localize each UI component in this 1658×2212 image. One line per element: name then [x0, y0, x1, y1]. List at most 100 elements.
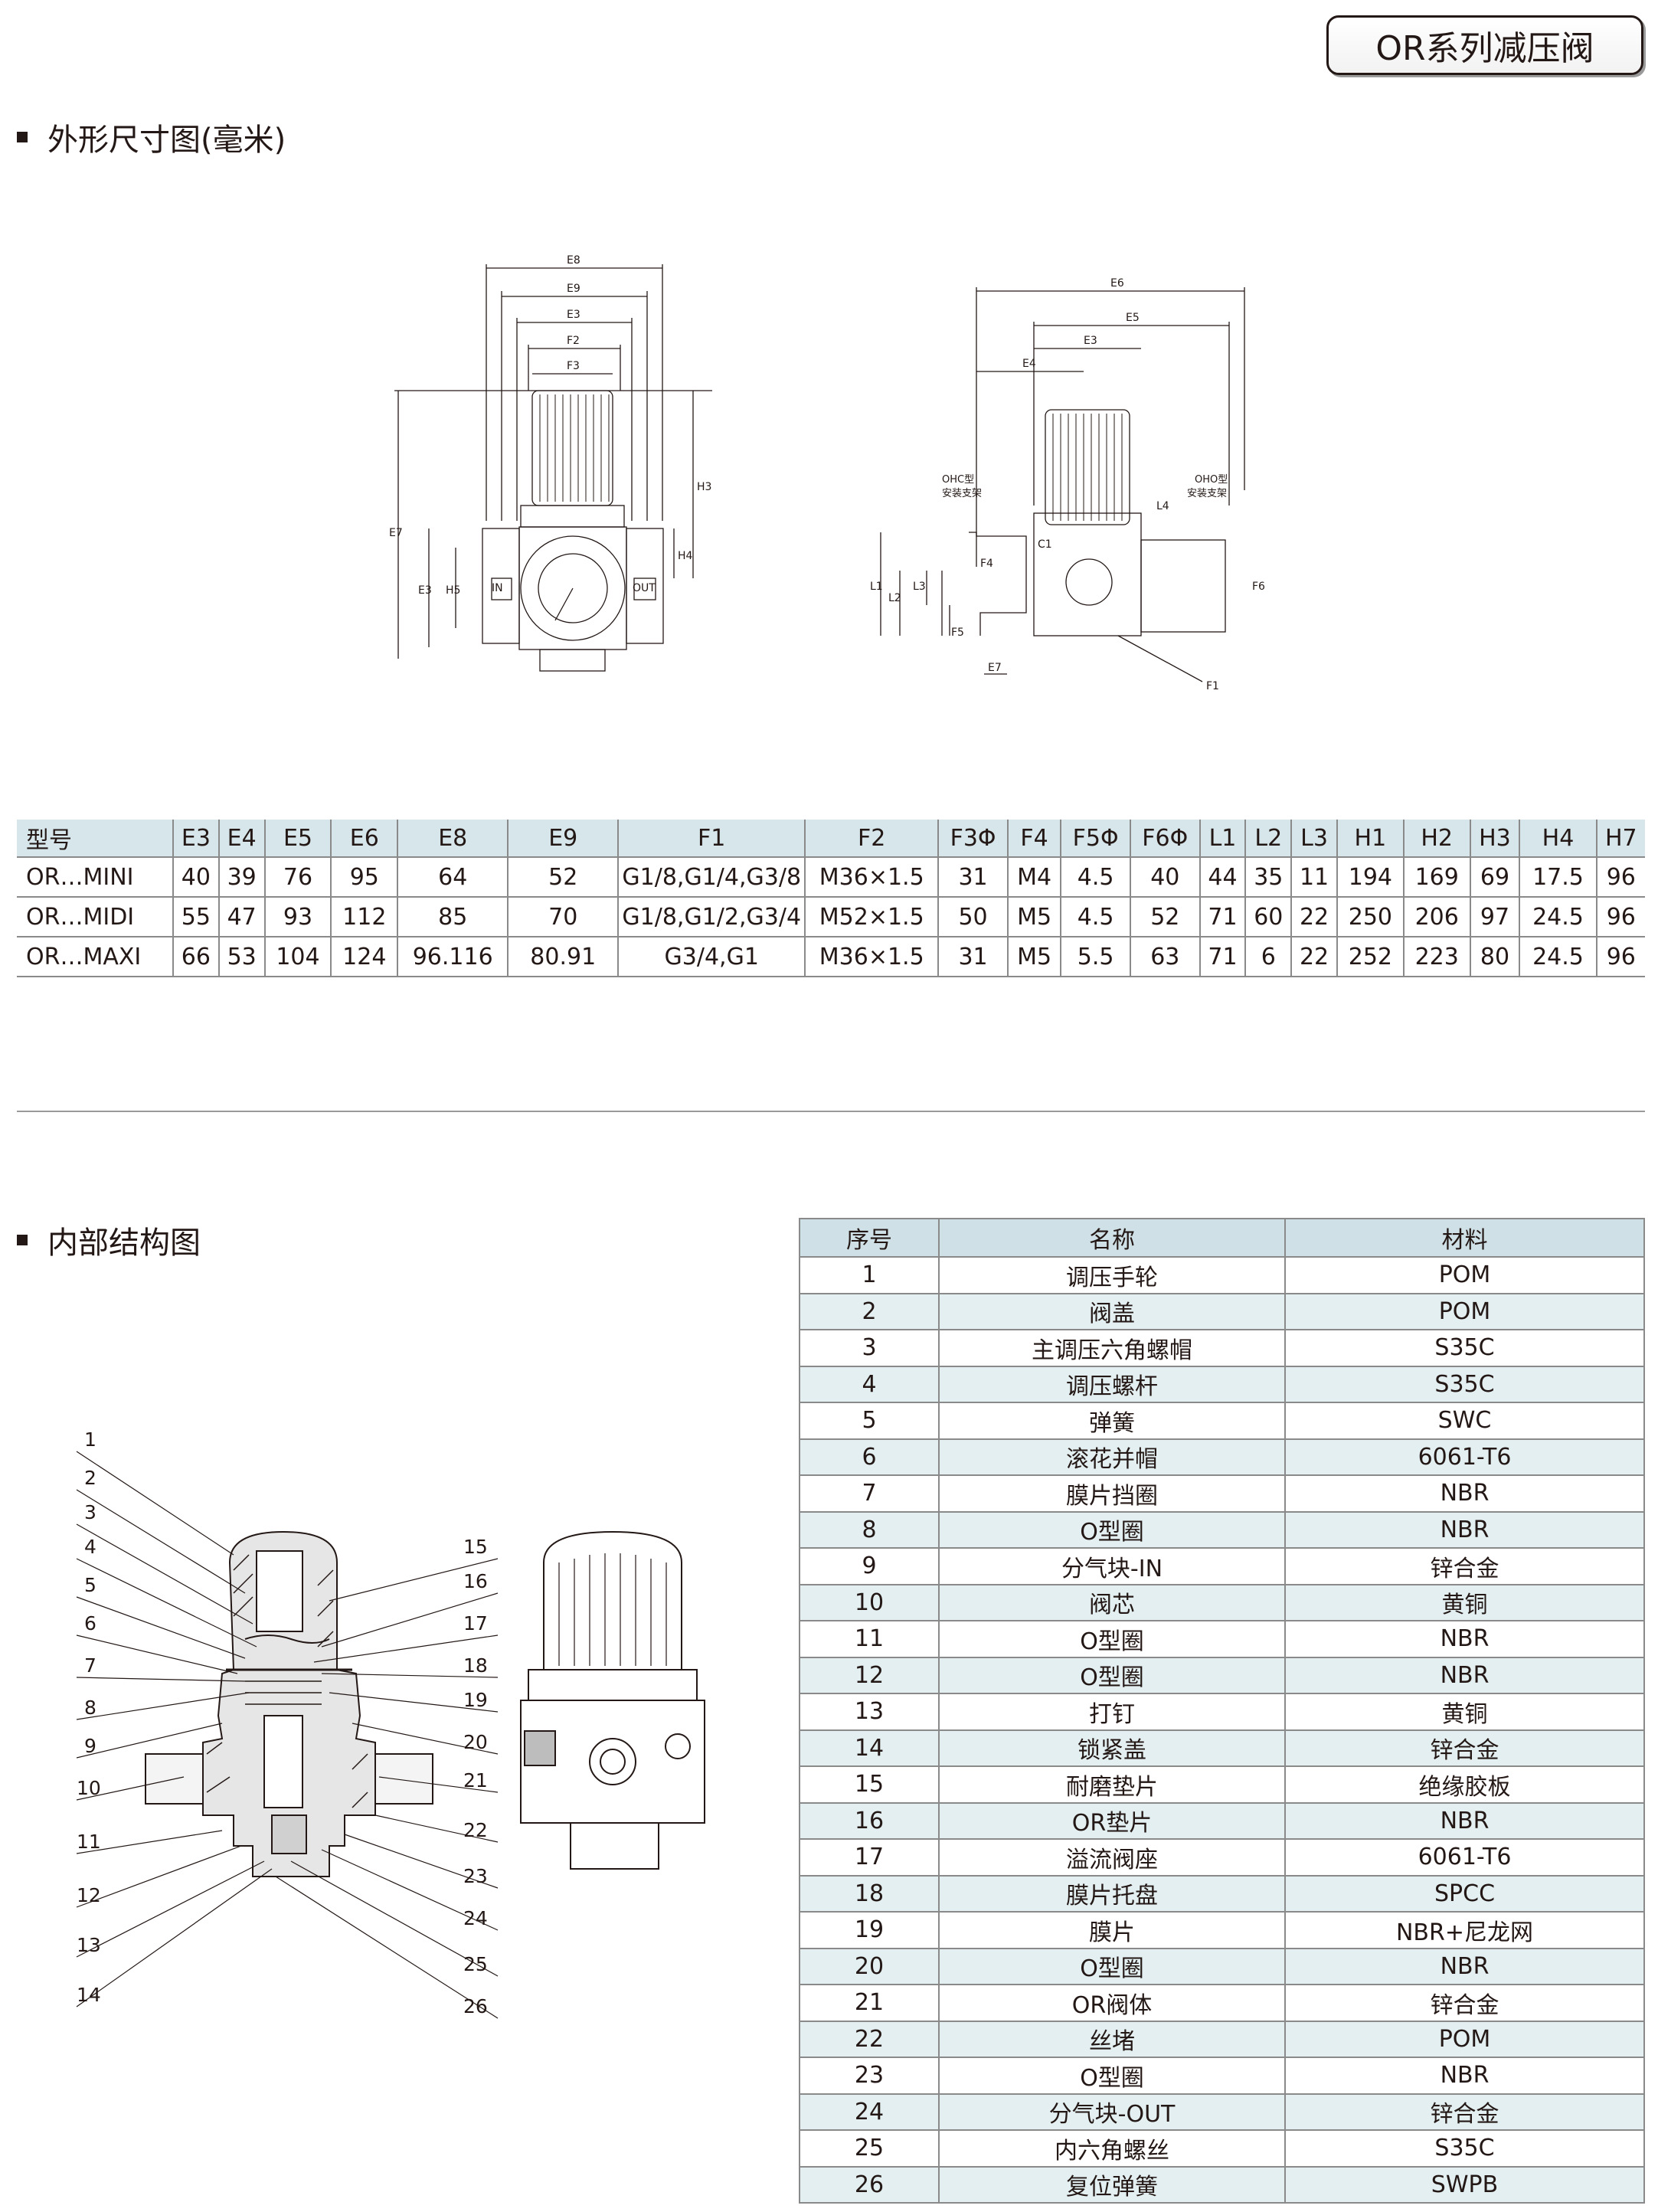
part-material-cell: NBR: [1284, 1656, 1645, 1694]
part-name-cell: 内六角螺丝: [938, 2129, 1286, 2168]
part-material-cell: POM: [1284, 1292, 1645, 1330]
dim-h4: H4: [678, 550, 693, 562]
dim-l1: L1: [870, 581, 883, 593]
part-name-cell: 锁紧盖: [938, 1729, 1286, 1767]
part-material-cell: 绝缘胶板: [1284, 1765, 1645, 1804]
part-number-cell: 2: [799, 1292, 940, 1330]
spec-cell: M5: [1007, 936, 1062, 977]
part-material-cell: 锌合金: [1284, 2093, 1645, 2131]
part-name-cell: O型圈: [938, 1510, 1286, 1549]
spec-cell: G3/4,G1: [618, 936, 806, 977]
part-number-cell: 3: [799, 1329, 940, 1367]
spec-header-f5: F5Φ: [1061, 820, 1131, 857]
spec-cell: 96: [1596, 896, 1645, 937]
part-material-cell: S35C: [1284, 2129, 1645, 2168]
spec-header-h1: H1: [1336, 820, 1405, 857]
part-material-cell: SWPB: [1284, 2165, 1645, 2204]
spec-cell: 4.5: [1061, 896, 1131, 937]
part-number-cell: 9: [799, 1547, 940, 1585]
spec-cell: 96: [1596, 936, 1645, 977]
callouts-right: 15 16 17 18 19 20 21 22 23 24 25 26: [463, 1536, 488, 2017]
part-material-cell: NBR: [1284, 1474, 1645, 1513]
callout-11: 11: [77, 1831, 101, 1853]
ohc-label-line1: OHC型: [942, 474, 974, 486]
spec-cell: 31: [938, 856, 1009, 897]
spec-cell: 40: [173, 856, 220, 897]
callout-26: 26: [463, 1995, 488, 2017]
part-name-cell: O型圈: [938, 1656, 1286, 1694]
dimension-spec-table: 型号 E3 E4 E5 E6 E8 E9 F1 F2 F3Φ F4 F5Φ F6…: [17, 820, 1645, 977]
callout-23: 23: [463, 1865, 488, 1887]
spec-cell: 85: [397, 896, 509, 937]
spec-cell: 124: [331, 936, 399, 977]
callout-19: 19: [463, 1689, 488, 1711]
dim-e9: E9: [567, 283, 580, 295]
part-name-cell: O型圈: [938, 1947, 1286, 1985]
part-number-cell: 24: [799, 2093, 940, 2131]
dim-f3: F3: [567, 360, 580, 372]
part-material-cell: SWC: [1284, 1402, 1645, 1440]
structure-section-title: 内部结构图: [17, 1218, 201, 1262]
part-material-cell: NBR: [1284, 1510, 1645, 1549]
part-material-cell: NBR: [1284, 1801, 1645, 1840]
spec-cell: OR…MINI: [17, 856, 174, 897]
spec-cell: M36×1.5: [805, 936, 940, 977]
spec-cell: 50: [938, 896, 1009, 937]
part-name-cell: 溢流阀座: [938, 1838, 1286, 1877]
callout-14: 14: [77, 1984, 101, 2006]
spec-header-h2: H2: [1403, 820, 1471, 857]
part-name-cell: 阀芯: [938, 1583, 1286, 1621]
oho-label-line2: 安装支架: [1187, 488, 1227, 499]
callout-5: 5: [84, 1574, 96, 1596]
dim-l2: L2: [888, 592, 901, 604]
callout-22: 22: [463, 1819, 488, 1841]
dim-e8: E8: [567, 254, 580, 267]
spec-cell: M4: [1007, 856, 1062, 897]
spec-cell: G1/8,G1/4,G3/8: [618, 856, 806, 897]
part-name-cell: O型圈: [938, 2057, 1286, 2095]
section-divider: [17, 1111, 1645, 1112]
callout-16: 16: [463, 1570, 488, 1592]
spec-row-midi: OR…MIDI 55 47 93 112 85 70 G1/8,G1/2,G3/…: [17, 896, 1645, 937]
spec-cell: 52: [1130, 896, 1201, 937]
spec-header-l2: L2: [1245, 820, 1293, 857]
dim-l3: L3: [913, 581, 926, 593]
dim-h3: H3: [697, 481, 711, 493]
callout-25: 25: [463, 1953, 488, 1975]
spec-cell: 104: [264, 936, 332, 977]
spec-cell: 17.5: [1519, 856, 1598, 897]
dim-e7: E7: [389, 527, 403, 539]
callout-17: 17: [463, 1612, 488, 1634]
spec-cell: 112: [331, 896, 399, 937]
spec-cell: 66: [173, 936, 220, 977]
spec-cell: 69: [1470, 856, 1521, 897]
part-number-cell: 18: [799, 1874, 940, 1913]
parts-header-material: 材料: [1284, 1218, 1645, 1258]
part-number-cell: 26: [799, 2165, 940, 2204]
part-number-cell: 6: [799, 1438, 940, 1476]
part-name-cell: O型圈: [938, 1620, 1286, 1658]
spec-header-e5: E5: [264, 820, 332, 857]
part-number-cell: 11: [799, 1620, 940, 1658]
spec-cell: 22: [1291, 936, 1338, 977]
spec-cell: 169: [1403, 856, 1471, 897]
callout-6: 6: [84, 1612, 96, 1634]
spec-header-l1: L1: [1199, 820, 1247, 857]
dim-f5: F5: [951, 627, 964, 639]
part-number-cell: 4: [799, 1365, 940, 1403]
part-number-cell: 17: [799, 1838, 940, 1877]
callout-15: 15: [463, 1536, 488, 1558]
spec-cell: 80: [1470, 936, 1521, 977]
spec-cell: 52: [508, 856, 620, 897]
